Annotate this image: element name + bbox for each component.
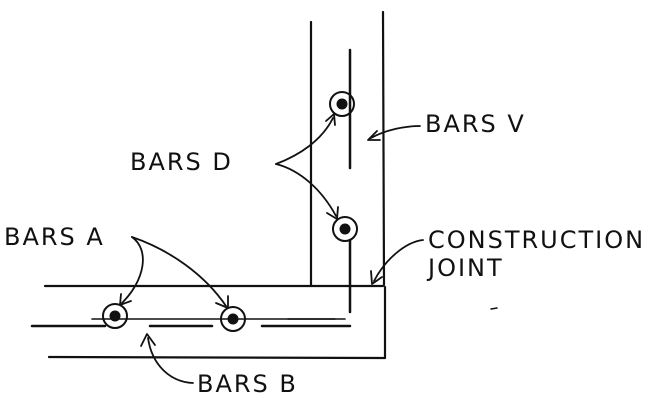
horizontal-slab — [43, 284, 387, 360]
bar-a-left-ring — [102, 303, 128, 329]
leader-bars-a — [119, 236, 229, 309]
leader-construction-joint-line — [373, 239, 424, 282]
leader-bars-d-upper-arrowhead — [325, 113, 336, 126]
slab-bottom-edge — [47, 355, 387, 360]
leader-bars-d-upper-line — [275, 117, 334, 165]
bar-a-left-core — [109, 310, 121, 322]
bar-d-lower-core — [339, 223, 351, 235]
leader-construction-joint — [370, 239, 424, 285]
label-bars-d: BARS D — [130, 148, 233, 176]
bar-a-left — [102, 303, 128, 329]
vertical-wall — [309, 10, 386, 287]
leader-bars-d-lower-line — [275, 163, 337, 217]
bar-a-right-core — [227, 313, 239, 325]
leader-bars-a-right-line — [131, 236, 227, 307]
leader-bars-b — [140, 333, 194, 384]
leader-bars-b-line — [147, 337, 194, 384]
label-bars-a: BARS A — [4, 223, 105, 251]
leader-bars-v-line — [370, 125, 421, 139]
wall-right-edge — [381, 10, 386, 287]
bar-d-upper-core — [336, 98, 348, 110]
bar-a-right-ring — [220, 306, 246, 332]
leader-bars-d — [275, 113, 339, 220]
leader-bars-v-arrowhead — [367, 130, 381, 141]
label-construction-joint-line1: CONSTRUCTION — [428, 226, 645, 254]
leader-bars-a-left-line — [121, 236, 144, 304]
bar-a-right — [220, 306, 246, 332]
label-construction-joint-line2: JOINT — [426, 254, 504, 282]
leader-bars-a-left-arrowhead — [119, 293, 132, 306]
bar-d-upper-ring — [329, 91, 355, 117]
bar-d-lower — [332, 216, 358, 242]
bars-b-horizontal-rebar — [30, 318, 352, 328]
leader-construction-joint-arrowhead — [370, 270, 383, 285]
leader-bars-a-right-arrowhead — [215, 295, 229, 309]
leader-bars-d-lower-arrowhead — [326, 206, 339, 220]
label-bars-v: BARS V — [425, 110, 526, 138]
stray-mark — [490, 307, 498, 310]
leader-bars-v — [367, 125, 421, 141]
label-bars-b: BARS B — [197, 370, 298, 398]
bar-d-lower-ring — [332, 216, 358, 242]
leader-bars-b-arrowhead — [140, 333, 156, 347]
bar-d-upper — [329, 91, 355, 117]
